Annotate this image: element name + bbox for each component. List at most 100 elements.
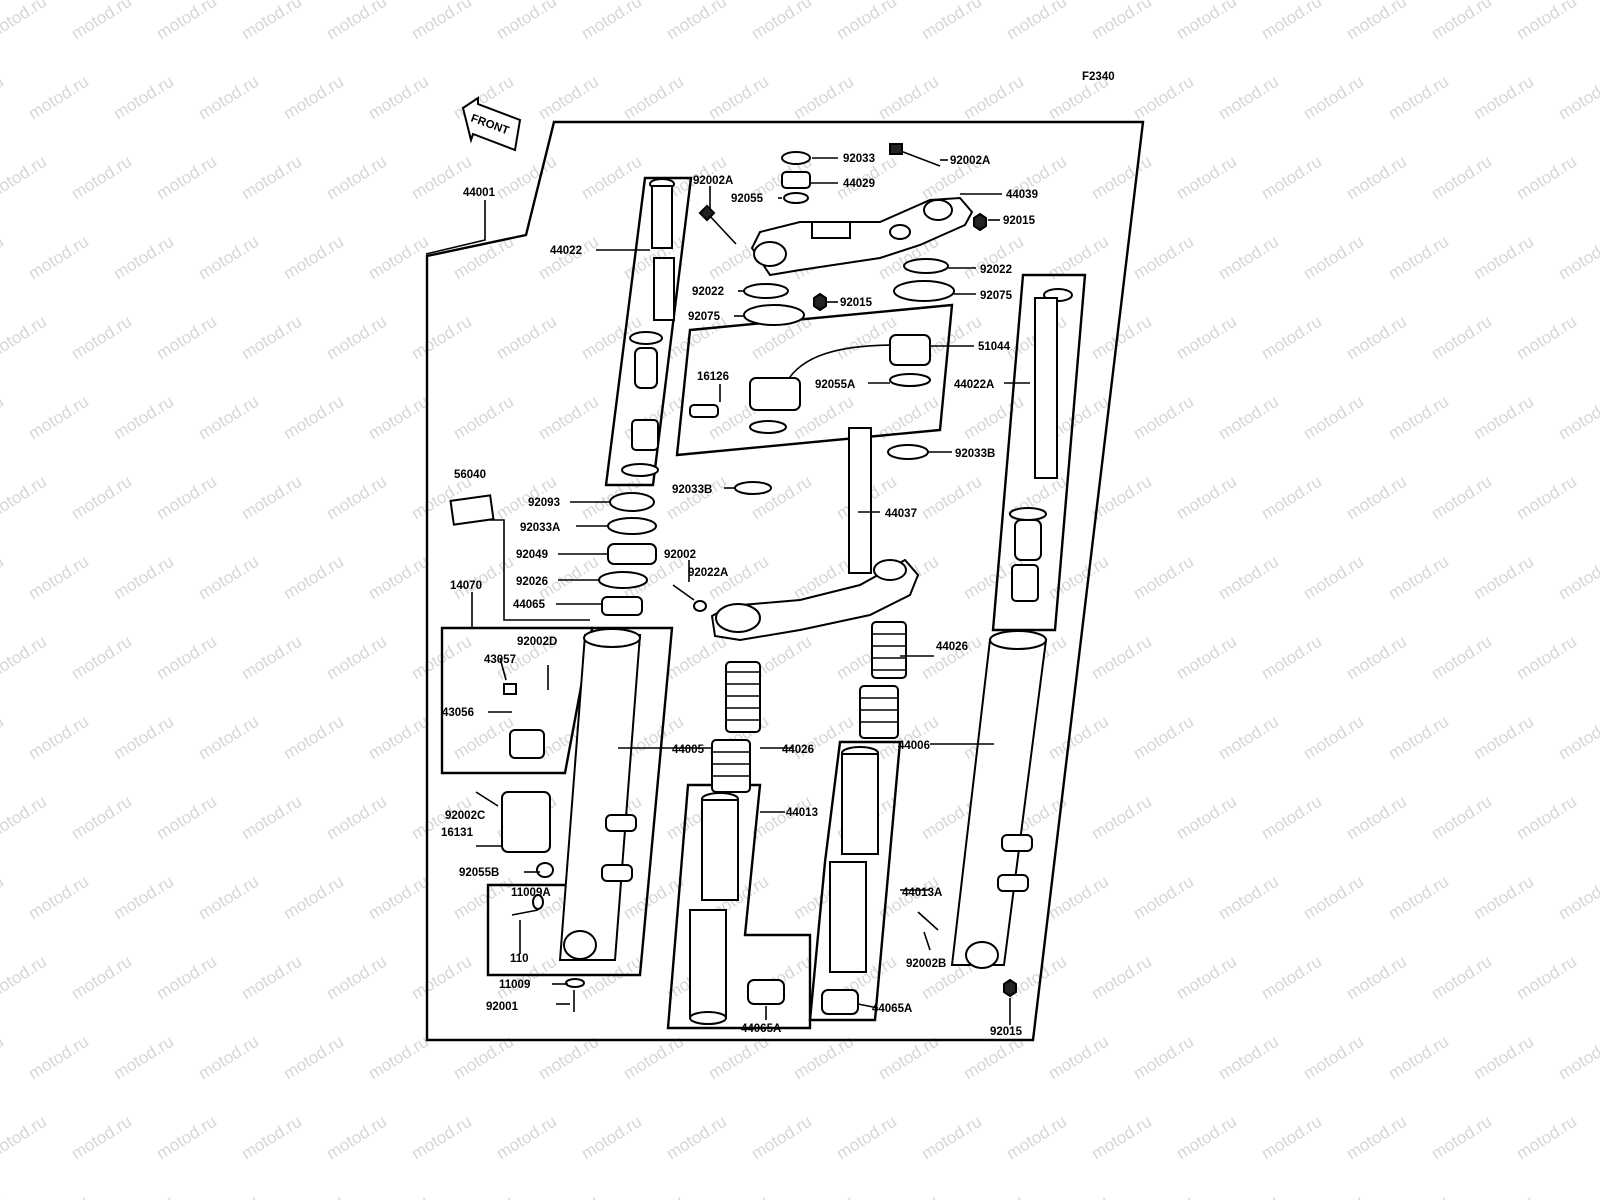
label-92015-top: 92015 — [1003, 215, 1036, 227]
label-44026-left: 44026 — [782, 744, 814, 756]
assembly-frame — [425, 120, 1145, 1042]
nut-92015-top — [973, 212, 987, 232]
spring-44026-left — [711, 661, 761, 793]
clip-92033A — [607, 517, 657, 535]
label-92075-left: 92075 — [688, 311, 721, 323]
oring-92033 — [781, 151, 811, 165]
label-16131: 16131 — [441, 827, 474, 839]
label-11009: 11009 — [499, 979, 530, 991]
label-44065: 44065 — [513, 599, 546, 611]
inner-tube-right-box — [808, 740, 902, 1022]
tube-left-box — [604, 176, 693, 487]
inner-tube-44013A — [829, 746, 879, 973]
washer-11009 — [565, 978, 585, 988]
label-92022A: 92022A — [688, 567, 728, 579]
fork-internals-right — [1009, 288, 1073, 602]
label-43057: 43057 — [484, 654, 516, 666]
bushing-44065 — [601, 596, 643, 616]
label-44037: 44037 — [885, 508, 917, 520]
label-51044: 51044 — [978, 341, 1011, 353]
label-43056: 43056 — [442, 707, 474, 719]
oring-lower — [749, 420, 787, 434]
body-43056 — [509, 729, 545, 759]
washer-92026 — [598, 571, 648, 589]
label-92033B-left: 92033B — [672, 484, 712, 496]
washer-11009A — [532, 894, 544, 910]
inner-tube-44013 — [689, 792, 739, 1025]
label-56040 — [449, 494, 495, 526]
label-92055A: 92055A — [815, 379, 855, 391]
label-44026-right: 44026 — [936, 641, 968, 653]
bolt-92002A-left — [707, 213, 737, 245]
label-92022-right: 92022 — [980, 264, 1012, 276]
label-44029: 44029 — [843, 178, 875, 190]
label-44001: 44001 — [463, 187, 496, 199]
bolt-92002A-right — [897, 149, 941, 167]
bolt-92002B — [917, 911, 939, 931]
figure-code: F2340 — [1082, 71, 1115, 83]
nut-92015-mid — [813, 292, 827, 312]
label-92055B: 92055B — [459, 867, 499, 879]
label-92002D: 92002D — [517, 636, 557, 648]
bolt-head-92002A-right — [889, 143, 903, 155]
label-16126: 16126 — [697, 371, 729, 383]
label-44013A: 44013A — [902, 887, 942, 899]
washer-92022-right — [903, 258, 949, 274]
holder-left — [749, 377, 801, 411]
oring-92033B-right — [887, 444, 929, 460]
body-16131 — [501, 791, 551, 853]
label-92033B-right: 92033B — [955, 448, 995, 460]
label-92093: 92093 — [528, 497, 560, 509]
nut-92015-bottom — [1003, 978, 1017, 998]
label-92002A-right: 92002A — [950, 155, 990, 167]
oring-92033B-left — [734, 481, 772, 495]
bolt-92002 — [672, 584, 695, 601]
label-11009A: 11009A — [511, 887, 551, 899]
oring-92055B — [536, 862, 554, 878]
label-92002A-left: 92002A — [693, 175, 733, 187]
label-44022A: 44022A — [954, 379, 994, 391]
outer-tube-right — [950, 630, 1048, 969]
washer-92022-left — [743, 283, 789, 299]
label-92015-bottom: 92015 — [990, 1026, 1023, 1038]
label-92022-left: 92022 — [692, 286, 724, 298]
label-110: 110 — [510, 953, 529, 965]
label-44022: 44022 — [550, 245, 582, 257]
spring-44026-right — [859, 621, 907, 739]
fork-internals-left — [621, 178, 675, 477]
nut-92075-right — [893, 280, 955, 302]
leader-lines — [425, 157, 1030, 1025]
front-arrow: FRONT — [461, 96, 522, 152]
label-44005: 44005 — [672, 744, 705, 756]
oring-92055 — [783, 192, 809, 204]
label-44006: 44006 — [898, 740, 930, 752]
label-92015-mid: 92015 — [840, 297, 873, 309]
label-92033: 92033 — [843, 153, 875, 165]
label-14070: 14070 — [450, 580, 482, 592]
bolt-110 — [511, 909, 539, 916]
outer-tube-left — [558, 628, 642, 961]
label-92001: 92001 — [486, 1001, 519, 1013]
label-44039: 44039 — [1006, 189, 1038, 201]
screw-92002C — [475, 791, 499, 807]
label-92075-right: 92075 — [980, 290, 1013, 302]
washer-92022A — [693, 600, 707, 612]
label-92033A: 92033A — [520, 522, 560, 534]
nut-92075-left — [743, 304, 805, 326]
label-92049: 92049 — [516, 549, 548, 561]
label-92026: 92026 — [516, 576, 548, 588]
seal-92093 — [609, 492, 655, 512]
tube-right-box — [991, 273, 1087, 632]
label-92002C: 92002C — [445, 810, 485, 822]
label-92055: 92055 — [731, 193, 764, 205]
bushing-44065A-right — [821, 989, 859, 1015]
cap-44029 — [781, 171, 811, 189]
holder-51044 — [889, 334, 931, 366]
label-44065A-left: 44065A — [741, 1023, 781, 1035]
label-92002B: 92002B — [906, 958, 946, 970]
oring-92055A — [889, 373, 931, 387]
cable-box — [675, 303, 954, 457]
seal-92049 — [607, 543, 657, 565]
